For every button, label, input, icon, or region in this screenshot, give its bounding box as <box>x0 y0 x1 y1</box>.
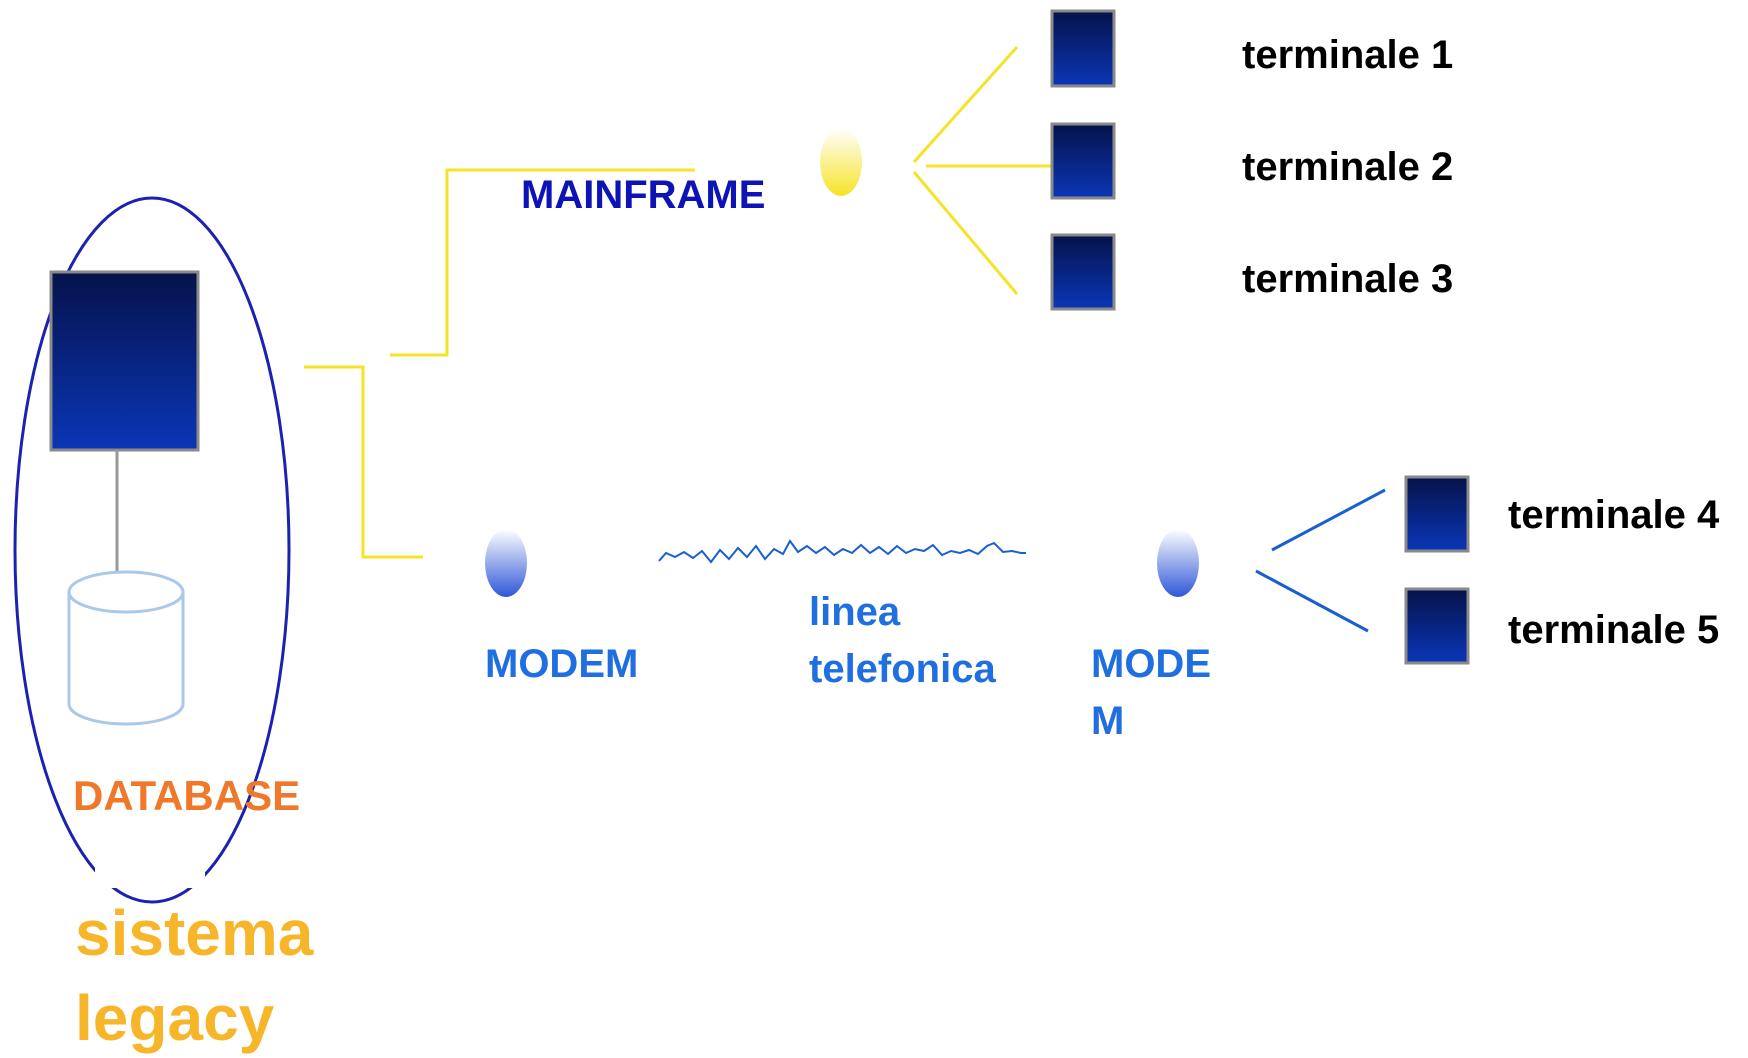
terminal-3-icon <box>1050 233 1116 311</box>
database-cylinder-icon <box>67 570 185 726</box>
phone-line-squiggle <box>658 539 1026 564</box>
terminal-1-label: terminale 1 <box>1242 33 1453 77</box>
database-label: DATABASE <box>73 772 300 819</box>
terminal-4-icon <box>1404 475 1470 553</box>
connector-to-modem <box>304 365 423 559</box>
connector-to-mainframe <box>390 168 695 357</box>
ellipse-gap-mask <box>95 868 205 888</box>
wire-terminal-5 <box>1255 569 1369 633</box>
legacy-label-1: sistema <box>75 897 314 969</box>
database-server-icon <box>49 270 200 452</box>
mainframe-label: MAINFRAME <box>521 173 765 217</box>
terminal-3-label: terminale 3 <box>1242 257 1453 301</box>
modem-left-label: MODEM <box>485 642 638 686</box>
modem-right-node-icon <box>1157 529 1199 597</box>
wire-terminal-4 <box>1271 488 1386 552</box>
modem-right-label-1: MODE <box>1091 642 1211 686</box>
modem-left-node-icon <box>485 529 527 597</box>
wire-terminal-3 <box>912 171 1019 295</box>
terminal-2-icon <box>1050 122 1116 200</box>
terminal-1-icon <box>1050 9 1116 88</box>
terminal-5-label: terminale 5 <box>1508 608 1719 652</box>
terminal-4-label: terminale 4 <box>1508 493 1720 537</box>
legacy-system-ellipse <box>13 196 291 904</box>
terminal-2-label: terminale 2 <box>1242 145 1453 189</box>
terminal-5-icon <box>1404 587 1470 665</box>
modem-right-label-2: M <box>1091 699 1124 743</box>
phone-line-label-1: linea <box>809 590 901 634</box>
mainframe-node-icon <box>820 128 862 196</box>
wire-terminal-1 <box>912 45 1019 164</box>
legacy-label-2: legacy <box>75 982 275 1054</box>
phone-line-label-2: telefonica <box>809 647 996 691</box>
